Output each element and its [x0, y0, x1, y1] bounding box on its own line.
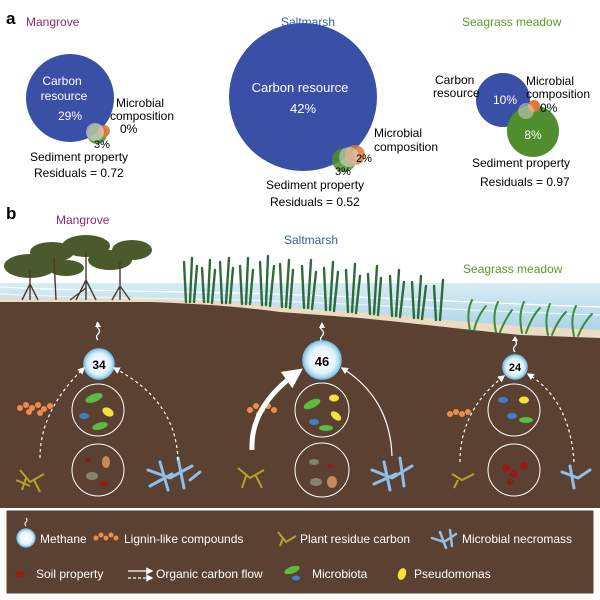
sediment-value-saltmarsh: 3% — [335, 166, 351, 178]
microbiota-circle-mangrove — [71, 383, 125, 437]
flow-arrow-saltmarsh-right — [340, 367, 393, 457]
necromass-saltmarsh — [370, 456, 414, 492]
methane-icon — [16, 528, 36, 548]
panel-b-label: b — [6, 204, 16, 223]
flow-arrow-seagrass-right — [526, 373, 575, 463]
microbial-label-mangrove-2: composition — [110, 109, 174, 123]
flow-arrow-seagrass-left — [459, 375, 506, 463]
microbial-label-saltmarsh-2: composition — [374, 140, 438, 154]
soil-property-icon — [15, 571, 25, 577]
legend-lignin: Lignin-like compounds — [124, 532, 243, 546]
venn-seagrass: Seagrass meadow Carbon resource 10% Micr… — [433, 15, 590, 189]
panel-a-label: a — [6, 9, 16, 28]
soil-circle-saltmarsh — [294, 442, 350, 498]
legend-microbiota: Microbiota — [312, 567, 368, 581]
methane-bubble-saltmarsh — [302, 340, 342, 380]
saltmarsh-title-b: Saltmarsh — [284, 233, 338, 247]
legend-organic-flow: Organic carbon flow — [156, 567, 263, 581]
methane-bubble-mangrove — [83, 348, 115, 380]
soil-circle-seagrass — [487, 443, 541, 497]
legend-soil-property: Soil property — [36, 567, 103, 581]
microbiota-circle-seagrass — [487, 383, 541, 437]
pseudomonas-icon — [397, 568, 407, 580]
microbial-label-saltmarsh-1: Microbial — [374, 126, 422, 140]
sediment-label-mangrove: Sediment property — [30, 150, 128, 164]
plant-residue-icon — [277, 531, 297, 547]
panel-a: a Mangrove Carbon resource 29% Microbial… — [6, 9, 590, 209]
plant-residue-saltmarsh — [237, 467, 265, 489]
plant-residue-seagrass — [451, 473, 475, 489]
seagrass-title-a: Seagrass meadow — [462, 15, 562, 29]
sediment-circle-seagrass — [507, 105, 559, 157]
microbial-label-mangrove-1: Microbial — [116, 96, 164, 110]
necromass-mangrove — [146, 456, 202, 492]
mangrove-trees — [4, 235, 152, 301]
residuals-saltmarsh: Residuals = 0.52 — [270, 195, 360, 209]
column-mangrove: 34 — [15, 321, 202, 497]
methane-value-saltmarsh: 46 — [315, 354, 329, 369]
microbial-circle-seagrass — [528, 100, 540, 112]
carbon-value-seagrass: 10% — [493, 93, 517, 107]
soil-layer — [0, 302, 600, 508]
sediment-label-saltmarsh: Sediment property — [266, 178, 364, 192]
microbial-value-seagrass: 0% — [540, 101, 558, 115]
methane-wave-seagrass — [512, 339, 518, 353]
methane-value-seagrass: 24 — [509, 362, 522, 374]
carbon-label-seagrass-2: resource — [433, 86, 480, 100]
plant-residue-mangrove — [15, 469, 45, 493]
mangrove-title-b: Mangrove — [56, 213, 110, 227]
microbiota-circle-saltmarsh — [294, 382, 350, 438]
microbial-value-saltmarsh: 2% — [356, 153, 372, 165]
carbon-circle-mangrove — [26, 54, 114, 142]
lignin-icon — [93, 532, 119, 541]
venn-mangrove: Mangrove Carbon resource 29% Microbial c… — [26, 15, 174, 180]
residuals-seagrass: Residuals = 0.97 — [480, 175, 570, 189]
necromass-icon — [430, 528, 458, 550]
flow-arrow-saltmarsh-left — [249, 368, 303, 451]
legend-pseudomonas: Pseudomonas — [414, 567, 491, 581]
flow-arrow-mangrove-right — [112, 367, 179, 461]
mangrove-title-a: Mangrove — [26, 15, 80, 29]
lignin-mangrove — [17, 402, 53, 416]
carbon-circle-saltmarsh — [229, 23, 377, 171]
carbon-value-saltmarsh: 42% — [290, 101, 316, 116]
necromass-seagrass — [560, 464, 592, 490]
legend-methane: Methane — [40, 532, 87, 546]
legend-plant-residue: Plant residue carbon — [300, 532, 410, 546]
seagrass-title-b: Seagrass meadow — [463, 262, 563, 276]
lignin-seagrass — [447, 409, 471, 417]
legend: Methane Lignin-like compounds Plant resi… — [5, 509, 595, 595]
carbon-label-mangrove-2: resource — [41, 89, 88, 103]
microbiota-icon — [284, 565, 300, 575]
legend-necromass: Microbial necromass — [462, 532, 572, 546]
flow-arrow-mangrove-left — [39, 367, 86, 459]
saltmarsh-grass — [182, 254, 445, 322]
residuals-mangrove: Residuals = 0.72 — [34, 166, 124, 180]
sediment-value-seagrass: 8% — [524, 128, 542, 142]
carbon-value-mangrove: 29% — [58, 109, 82, 123]
sediment-value-mangrove: 3% — [94, 139, 110, 151]
microbial-value-mangrove: 0% — [120, 122, 138, 136]
panel-b: b Mangrove Saltmarsh Seagrass meadow — [0, 204, 600, 595]
soil-circle-mangrove — [71, 443, 125, 497]
seagrass-blades — [467, 299, 593, 337]
column-saltmarsh: 46 — [237, 322, 414, 498]
venn-saltmarsh: Saltmarsh Carbon resource 42% Microbial … — [229, 15, 438, 209]
carbon-label-mangrove-1: Carbon — [42, 74, 81, 88]
carbon-label-seagrass-1: Carbon — [435, 73, 474, 87]
microbial-label-seagrass-2: composition — [526, 87, 590, 101]
methane-bubble-seagrass — [502, 354, 528, 380]
microbial-label-seagrass-1: Microbial — [526, 74, 574, 88]
methane-value-mangrove: 34 — [92, 358, 106, 372]
legend-box — [5, 509, 595, 595]
carbon-label-saltmarsh: Carbon resource — [252, 80, 349, 95]
sediment-label-seagrass: Sediment property — [472, 156, 570, 170]
column-seagrass: 24 — [447, 336, 592, 497]
